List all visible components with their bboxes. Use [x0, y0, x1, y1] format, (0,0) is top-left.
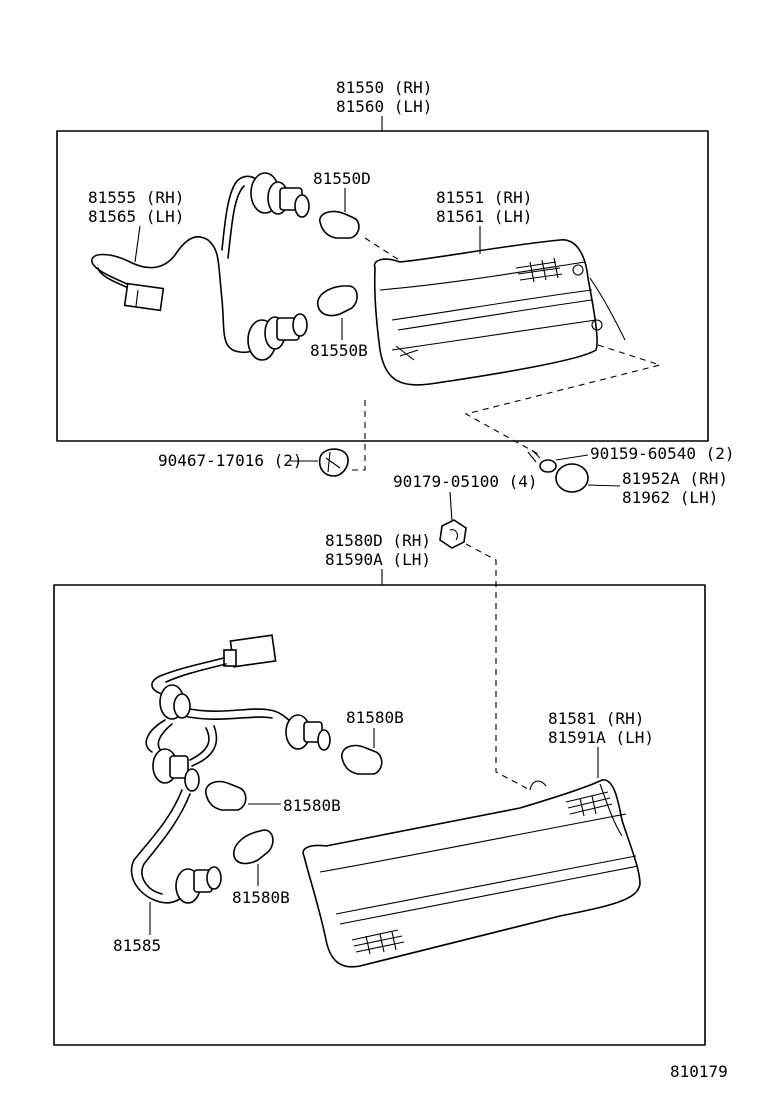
lower-socket-wire-label: 81585	[113, 936, 161, 955]
nut-part	[439, 519, 467, 549]
lower-bulb-3-label: 81580B	[232, 888, 290, 907]
cover-label-lh: 81962 (LH)	[622, 488, 718, 507]
upper-assembly-frame	[56, 130, 709, 442]
lower-assembly-label-rh: 81580D (RH)	[325, 531, 431, 550]
upper-assembly-label-lh: 81560 (LH)	[336, 97, 432, 116]
upper-lens-label-lh: 81561 (LH)	[436, 207, 532, 226]
clip-part	[318, 448, 349, 477]
upper-socket-bottom	[247, 313, 308, 361]
upper-bulb-top-label: 81550D	[313, 169, 371, 188]
lower-bulb-1-label: 81580B	[346, 708, 404, 727]
upper-lens-label-rh: 81551 (RH)	[436, 188, 532, 207]
cover-part	[555, 463, 589, 493]
bulb-81550b	[317, 285, 358, 317]
bulb-81580b-2	[205, 780, 247, 811]
upper-socket-wire-rh: 81555 (RH)	[88, 188, 184, 207]
bulb-81580b-1	[341, 744, 383, 775]
upper-assembly-label-rh: 81550 (RH)	[336, 78, 432, 97]
upper-bulb-bottom-label: 81550B	[310, 341, 368, 360]
lower-assembly-label-lh: 81590A (LH)	[325, 550, 431, 569]
bulb-81550d	[319, 210, 360, 239]
lower-lens	[302, 779, 641, 968]
upper-socket-wire-harness	[91, 172, 310, 361]
screw-part	[527, 449, 557, 473]
clip-label: 90467-17016 (2)	[158, 451, 303, 470]
nut-label: 90179-05100 (4)	[393, 472, 538, 491]
lower-lens-label-lh: 81591A (LH)	[548, 728, 654, 747]
lower-assembly-frame	[53, 584, 706, 1046]
lower-socket-2	[285, 714, 331, 751]
lower-socket-4	[175, 866, 222, 904]
lower-lens-label-rh: 81581 (RH)	[548, 709, 644, 728]
cover-label-rh: 81952A (RH)	[622, 469, 728, 488]
upper-socket-top	[250, 172, 310, 218]
lower-socket-3	[152, 748, 200, 792]
upper-socket-wire-lh: 81565 (LH)	[88, 207, 184, 226]
bulb-81580b-3	[232, 829, 274, 865]
screw-label: 90159-60540 (2)	[590, 444, 735, 463]
lower-socket-wire-harness	[130, 634, 331, 904]
diagram-id: 810179	[670, 1062, 728, 1081]
upper-lens	[373, 239, 626, 386]
lower-bulb-2-label: 81580B	[283, 796, 341, 815]
lower-socket-1	[159, 684, 191, 720]
